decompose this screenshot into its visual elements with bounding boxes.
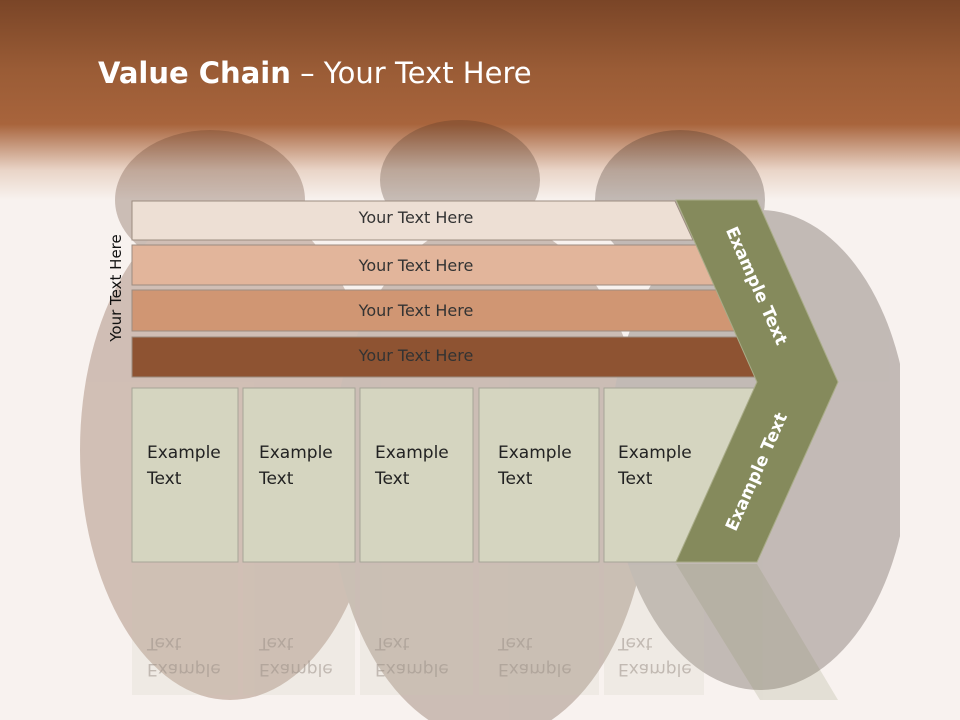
box-4-reflection-line1: Example xyxy=(498,659,572,679)
reflection-box xyxy=(243,565,355,695)
box-2-reflection: Example Text xyxy=(259,630,349,682)
box-3-reflection: Example Text xyxy=(375,630,465,682)
reflection xyxy=(132,564,838,700)
box-1-line1: Example xyxy=(147,443,221,463)
box-4-line1: Example xyxy=(498,443,572,463)
box-3-line2: Text xyxy=(375,469,410,489)
title-rest: – Your Text Here xyxy=(290,56,532,90)
title-bold: Value Chain xyxy=(98,56,291,90)
box-2-reflection-line1: Example xyxy=(259,659,333,679)
box-2-reflection-line2: Text xyxy=(259,633,294,653)
example-box-2 xyxy=(242,387,356,563)
reflection-box xyxy=(604,565,704,695)
box-5-reflection-line2: Text xyxy=(618,633,653,653)
reflection-chevron xyxy=(676,564,838,700)
box-3-reflection-line1: Example xyxy=(375,659,449,679)
bar-4-label: Your Text Here xyxy=(358,346,474,365)
box-2-line1: Example xyxy=(259,443,333,463)
bar-3-label: Your Text Here xyxy=(358,301,474,320)
box-3-reflection-line2: Text xyxy=(375,633,410,653)
bar-1-label: Your Text Here xyxy=(358,208,474,227)
box-2-line2: Text xyxy=(259,469,294,489)
box-4-line2: Text xyxy=(498,469,533,489)
slide-title: Value Chain – Your Text Here xyxy=(98,56,532,90)
box-1-line2: Text xyxy=(147,469,182,489)
box-5-line1: Example xyxy=(618,443,692,463)
box-1-reflection: Example Text xyxy=(147,630,237,682)
box-4-reflection-line2: Text xyxy=(498,633,533,653)
bar-1 xyxy=(131,200,694,241)
example-box-4 xyxy=(478,387,600,563)
example-box-1 xyxy=(131,387,239,563)
bar-2-label: Your Text Here xyxy=(358,256,474,275)
box-5-reflection: Example Text xyxy=(618,630,708,682)
box-3-line1: Example xyxy=(375,443,449,463)
example-box-3 xyxy=(359,387,474,563)
box-1-reflection-line2: Text xyxy=(147,633,182,653)
reflection-box xyxy=(360,565,473,695)
value-chevron xyxy=(675,199,839,563)
box-4-reflection: Example Text xyxy=(498,630,588,682)
header-band xyxy=(0,0,960,200)
box-5-line2: Text xyxy=(618,469,653,489)
reflection-box xyxy=(132,565,238,695)
box-5-reflection-line1: Example xyxy=(618,659,692,679)
reflection-box xyxy=(479,565,599,695)
box-1-reflection-line1: Example xyxy=(147,659,221,679)
